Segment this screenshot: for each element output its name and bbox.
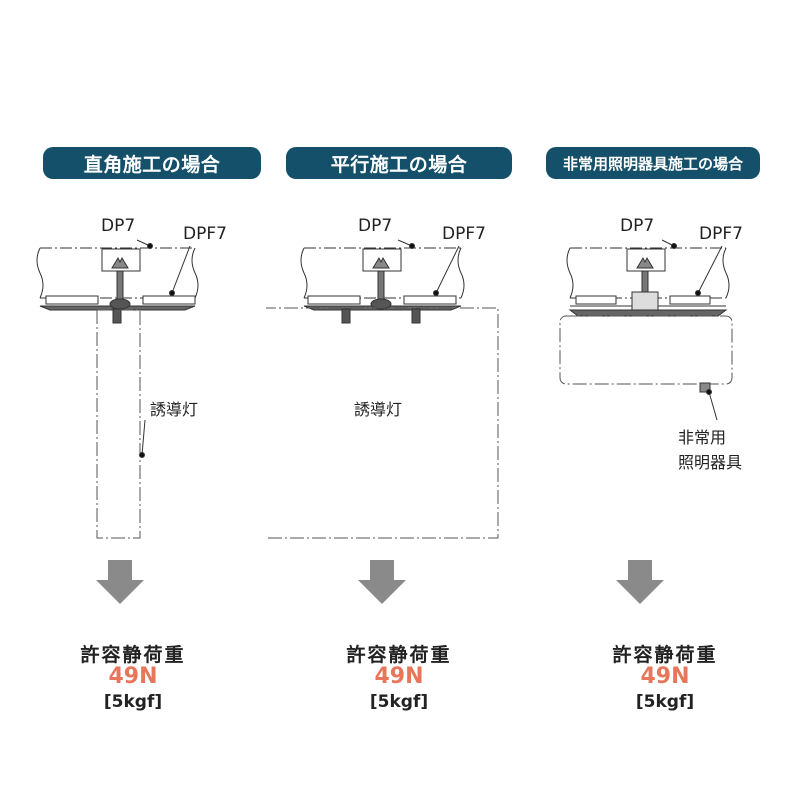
dp7-box [362, 248, 402, 302]
device-label: 誘導灯 [150, 400, 199, 419]
load-value: 49N [374, 664, 424, 689]
dpf7-label: DPF7 [183, 224, 227, 244]
dp7-label: DP7 [101, 216, 136, 236]
load-unit: [5kgf] [635, 692, 695, 712]
device-label: 誘導灯 [354, 400, 403, 419]
load-title: 許容静荷重 [346, 644, 452, 666]
down-arrow-icon [616, 560, 664, 604]
panel-parallel: 平行施工の場合 [266, 0, 532, 800]
dp7-box [626, 248, 666, 302]
load-title: 許容静荷重 [80, 644, 186, 666]
load-value: 49N [108, 664, 158, 689]
down-arrow-icon [96, 560, 144, 604]
bolt [112, 308, 122, 324]
load-value: 49N [640, 664, 690, 689]
dp7-label: DP7 [358, 216, 393, 236]
panel-emergency-light: 非常用照明器具施工の場合 [532, 0, 798, 800]
dpf7-label: DPF7 [442, 224, 486, 244]
parallel-install-diagram [266, 239, 499, 604]
perpendicular-install-diagram [36, 239, 199, 604]
device-label-line1: 非常用 [678, 428, 727, 447]
panel-title: 非常用照明器具施工の場合 [546, 147, 760, 179]
mounting-plate [568, 291, 728, 317]
bolt [411, 308, 421, 324]
dpf7-label: DPF7 [699, 224, 743, 244]
panel-title: 平行施工の場合 [286, 147, 512, 179]
load-unit: [5kgf] [103, 692, 163, 712]
exit-sign-fixture [266, 307, 499, 539]
device-label-line2: 照明器具 [678, 453, 743, 472]
dp7-label: DP7 [620, 216, 655, 236]
emergency-light-fixture [559, 315, 733, 393]
bolt [341, 308, 351, 324]
down-arrow-icon [358, 560, 406, 604]
load-unit: [5kgf] [369, 692, 429, 712]
emergency-light-install-diagram [559, 239, 733, 604]
panel-perpendicular: 直角施工の場合 [0, 0, 266, 800]
load-title: 許容静荷重 [612, 644, 718, 666]
panel-title: 直角施工の場合 [43, 147, 261, 179]
exit-sign-fixture [96, 309, 141, 539]
dp7-box [101, 248, 141, 302]
